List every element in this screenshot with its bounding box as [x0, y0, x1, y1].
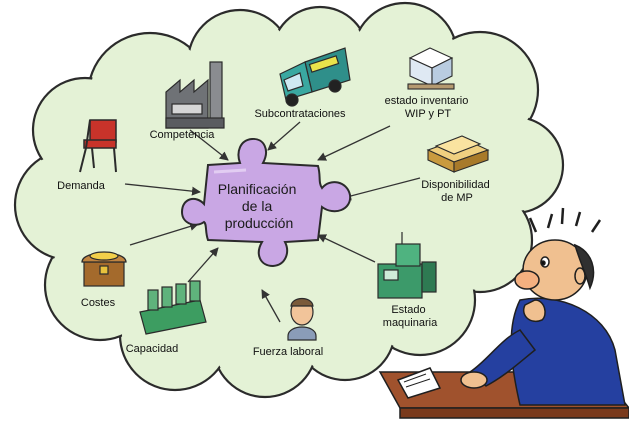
label-inventario: estado inventario WIP y PT — [385, 95, 472, 120]
center-title: Planificación de la producción — [218, 181, 301, 231]
label-disponibilidad: Disponibilidad de MP — [421, 179, 493, 204]
pallet-icon — [426, 135, 490, 173]
label-maquinaria: Estado maquinaria — [383, 304, 438, 329]
label-costes: Costes — [81, 297, 116, 309]
label-subcontrataciones: Subcontrataciones — [254, 108, 346, 120]
factory-icon — [165, 61, 225, 129]
arrow-maquinaria — [317, 234, 376, 263]
arrow-capacidad — [187, 247, 219, 283]
label-demanda: Demanda — [57, 180, 106, 192]
arrow-costes — [129, 222, 199, 246]
center-line-3: producción — [225, 215, 294, 231]
arrow-competencia — [189, 129, 229, 161]
label-fuerza: Fuerza laboral — [253, 346, 323, 358]
arrow-demanda — [124, 183, 201, 196]
arrow-inventario — [317, 125, 391, 161]
arrow-subcontrataciones — [267, 121, 301, 151]
treasure-chest-icon — [81, 251, 127, 287]
node-labels: Competencia Subcontrataciones estado inv… — [57, 95, 493, 358]
arrows — [124, 121, 421, 323]
arrow-fuerza — [261, 289, 281, 323]
label-capacidad: Capacidad — [126, 343, 179, 355]
worker-icon — [287, 297, 317, 341]
chair-icon — [79, 119, 117, 173]
center-line-2: de la — [242, 198, 273, 214]
machine-icon — [377, 232, 437, 299]
label-competencia: Competencia — [150, 129, 216, 141]
center-line-1: Planificación — [218, 181, 297, 197]
stacked-boxes-icon — [407, 47, 455, 90]
truck-icon — [279, 47, 351, 107]
arrow-disponibilidad — [342, 177, 421, 201]
puzzle-piece — [180, 137, 352, 268]
thinking-man-icon — [378, 207, 629, 419]
production-line-icon — [139, 280, 207, 335]
